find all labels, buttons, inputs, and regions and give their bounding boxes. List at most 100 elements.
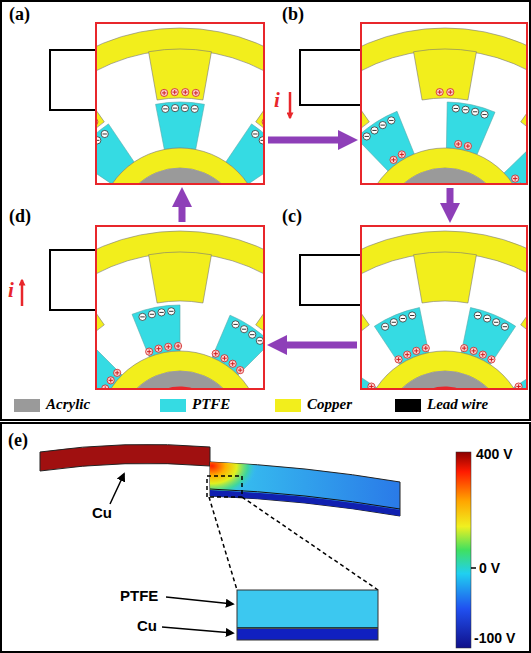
negative-charge [481, 111, 488, 118]
positive-charge [404, 351, 411, 358]
positive-charge [165, 343, 172, 350]
scale-value: 0 V [479, 560, 500, 576]
ptfe-segment [513, 362, 528, 390]
legend-label: PTFE [192, 396, 230, 413]
acrylic-rotor [383, 168, 507, 185]
negative-charge [172, 104, 179, 111]
legend-swatch [14, 399, 40, 412]
negative-charge [399, 315, 406, 322]
positive-charge [161, 89, 168, 96]
positive-charge [175, 342, 182, 349]
positive-charge [229, 360, 236, 367]
positive-charge [464, 142, 471, 149]
negative-charge [390, 319, 397, 326]
material-label: PTFE [120, 587, 158, 604]
generator-section [360, 28, 528, 185]
negative-charge [139, 313, 146, 320]
negative-charge [493, 319, 500, 326]
negative-charge [252, 130, 259, 137]
stator-ring [95, 231, 265, 390]
positive-charge [447, 89, 454, 96]
scale-value: 400 V [476, 446, 513, 462]
positive-charge [470, 347, 477, 354]
negative-charge [379, 121, 386, 128]
scale-value: -100 V [474, 630, 515, 646]
negative-charge [101, 130, 108, 137]
negative-charge [232, 321, 239, 328]
panel-frame: (c) [360, 225, 528, 390]
leader-line [110, 474, 124, 504]
positive-charge [114, 369, 121, 376]
leader-line [162, 627, 233, 633]
frame [1, 423, 530, 652]
negative-charge [162, 105, 169, 112]
material-label: Cu [137, 617, 157, 634]
cycle-arrow [447, 188, 454, 213]
negative-charge [158, 309, 165, 316]
stator-ring [95, 28, 265, 185]
current-arrow [21, 280, 24, 306]
positive-charge [413, 347, 420, 354]
acrylic-rotor [383, 371, 507, 390]
panel-label: (a) [9, 4, 30, 25]
positive-charge [455, 140, 462, 147]
generator-section [360, 231, 528, 390]
negative-charge [148, 311, 155, 318]
positive-charge [171, 89, 178, 96]
copper-electrode [414, 252, 477, 303]
tick [471, 567, 476, 569]
positive-charge [390, 156, 397, 163]
negative-charge [382, 323, 389, 330]
cycle-arrow [268, 137, 348, 144]
rotor-ring [98, 148, 262, 185]
potential-hotspot [210, 462, 400, 516]
stator-ring [360, 231, 528, 390]
negative-charge [168, 308, 175, 315]
copper-electrode [149, 252, 212, 303]
rotor-ring [363, 148, 527, 185]
positive-charge [155, 345, 162, 352]
negative-charge [388, 117, 395, 124]
current-arrow [289, 92, 292, 118]
positive-charge [512, 175, 519, 182]
acrylic-rotor [118, 371, 242, 390]
ptfe-layer [210, 462, 400, 516]
copper-electrode [210, 490, 400, 516]
positive-charge [422, 345, 429, 352]
stator-ring [360, 28, 528, 185]
positive-charge [436, 89, 443, 96]
panel-label: (c) [282, 206, 302, 227]
panel-label: (b) [282, 4, 304, 25]
positive-charge [192, 89, 199, 96]
copper-electrode [414, 49, 477, 100]
legend-swatch [160, 399, 186, 412]
negative-charge [191, 105, 198, 112]
legend-swatch [395, 399, 421, 412]
ptfe-segment [132, 305, 180, 357]
positive-charge [488, 356, 495, 363]
panel-frame: (a) [95, 22, 265, 185]
negative-charge [474, 312, 481, 319]
panel-frame: (d) [95, 225, 265, 390]
inset-ptfe [237, 590, 378, 628]
ptfe-segment [156, 102, 205, 150]
leader-line [166, 597, 233, 604]
positive-charge [146, 348, 153, 355]
inset-frame [237, 590, 378, 640]
negative-charge [472, 108, 479, 115]
panel-frame: (b) [360, 22, 528, 185]
color-bar [456, 452, 471, 648]
zoom-line [242, 497, 378, 590]
ptfe-segment [360, 362, 377, 390]
negative-charge [462, 106, 469, 113]
positive-charge [237, 367, 244, 374]
generator-section [95, 28, 265, 185]
legend-label: Acrylic [46, 396, 90, 413]
positive-charge [212, 350, 219, 357]
cycle-arrow [179, 197, 186, 222]
negative-charge [452, 105, 459, 112]
current-label: i [8, 278, 14, 303]
positive-charge [221, 355, 228, 362]
